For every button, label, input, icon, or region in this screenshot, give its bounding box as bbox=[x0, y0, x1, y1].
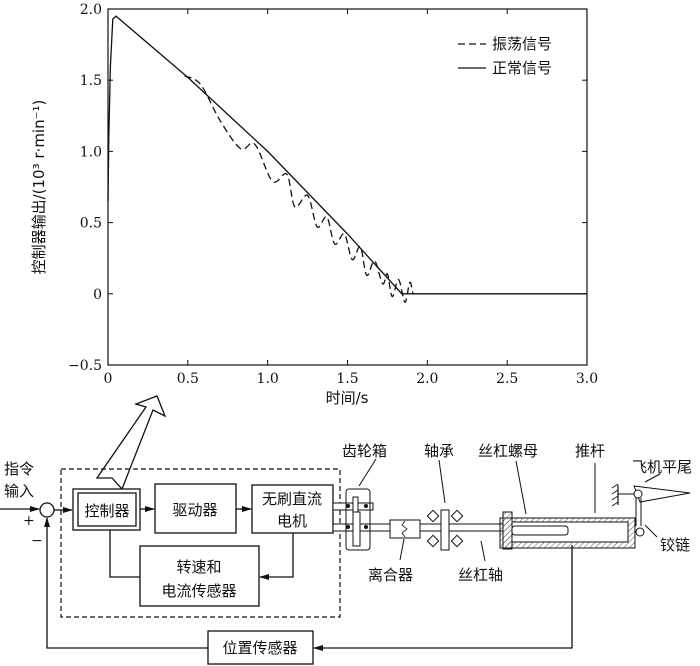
motor-block: 无刷直流 电机 bbox=[251, 484, 334, 534]
screw-shaft-label: 丝杠轴 bbox=[458, 566, 503, 584]
screw-nut-pushrod bbox=[499, 511, 636, 550]
motor-label-2: 电机 bbox=[277, 512, 307, 530]
y-axis-label: 控制器输出/(10³ r·min⁻¹) bbox=[30, 100, 48, 275]
x-tick-label: 2.5 bbox=[496, 371, 518, 387]
speed-current-sensor-block: 转速和 电流传感器 bbox=[139, 545, 260, 607]
x-axis: 0 0.5 1.0 1.5 2.0 2.5 3.0 bbox=[104, 9, 598, 387]
legend-label-oscillating: 振荡信号 bbox=[492, 35, 552, 53]
position-feedback-arrow bbox=[44, 517, 208, 649]
legend-label-normal: 正常信号 bbox=[492, 59, 552, 77]
callout-arrow-icon bbox=[95, 395, 167, 491]
tailplane bbox=[611, 483, 691, 537]
motor-to-sensor-arrow bbox=[259, 533, 294, 580]
y-tick-label: 0 bbox=[93, 287, 102, 303]
input-label-1: 指令 bbox=[4, 460, 34, 478]
minus-sign: − bbox=[31, 533, 43, 549]
motor-label-1: 无刷直流 bbox=[262, 490, 322, 508]
gearbox-label: 齿轮箱 bbox=[342, 442, 387, 460]
controller-block: 控制器 bbox=[72, 488, 141, 531]
driver-label: 驱动器 bbox=[172, 501, 217, 519]
control-diagram: 指令 输入 + − 控制器 驱动器 无刷直流 电机 转速和 电流传感器 bbox=[0, 460, 573, 665]
y-tick-label: 0.5 bbox=[80, 216, 102, 232]
clutch bbox=[389, 519, 421, 539]
pushrod-to-position-sensor-arrow bbox=[313, 545, 573, 651]
hinge-icon bbox=[635, 527, 645, 537]
series-oscillating-line bbox=[184, 75, 414, 303]
plus-sign: + bbox=[23, 513, 35, 529]
mechanical-drawing: 齿轮箱 轴承 丝杠螺母 推杆 飞机平尾 铰链 离合器 丝杠轴 bbox=[332, 442, 692, 584]
summing-junction bbox=[39, 502, 55, 518]
tailplane-label: 飞机平尾 bbox=[632, 458, 692, 476]
x-tick-label: 3.0 bbox=[576, 371, 598, 387]
x-tick-label: 2.0 bbox=[416, 371, 438, 387]
controller-label: 控制器 bbox=[84, 502, 129, 520]
y-tick-label: 2.0 bbox=[80, 2, 102, 18]
controller-unit-boundary bbox=[60, 468, 341, 618]
sensor-to-controller-line bbox=[109, 530, 140, 578]
y-tick-label: 1.0 bbox=[80, 144, 102, 160]
input-label-2: 输入 bbox=[4, 482, 34, 500]
driver-block: 驱动器 bbox=[154, 483, 237, 534]
sensor-label-2: 电流传感器 bbox=[161, 582, 236, 600]
x-tick-label: 1.0 bbox=[257, 371, 279, 387]
x-tick-label: 1.5 bbox=[336, 371, 358, 387]
leader-lines bbox=[358, 458, 661, 562]
screw-nut-label: 丝杠螺母 bbox=[478, 442, 538, 460]
y-tick-label: −0.5 bbox=[68, 358, 102, 374]
series-normal-line bbox=[107, 15, 587, 295]
bearing-label: 轴承 bbox=[424, 442, 454, 460]
position-sensor-label: 位置传感器 bbox=[222, 639, 297, 657]
x-tick-label: 0.5 bbox=[177, 371, 199, 387]
position-sensor-block: 位置传感器 bbox=[207, 630, 314, 665]
y-axis: 2.0 1.5 1.0 0.5 0 −0.5 bbox=[68, 2, 587, 374]
bearing bbox=[426, 509, 464, 551]
hinge-label: 铰链 bbox=[660, 536, 690, 554]
pushrod-label: 推杆 bbox=[575, 442, 605, 460]
y-tick-label: 1.5 bbox=[80, 73, 102, 89]
clutch-label: 离合器 bbox=[368, 566, 413, 584]
sensor-label-1: 转速和 bbox=[176, 558, 221, 576]
x-axis-label: 时间/s bbox=[326, 389, 369, 407]
x-tick-label: 0 bbox=[104, 371, 113, 387]
legend: 振荡信号 正常信号 bbox=[458, 35, 552, 77]
gearbox bbox=[345, 488, 371, 551]
